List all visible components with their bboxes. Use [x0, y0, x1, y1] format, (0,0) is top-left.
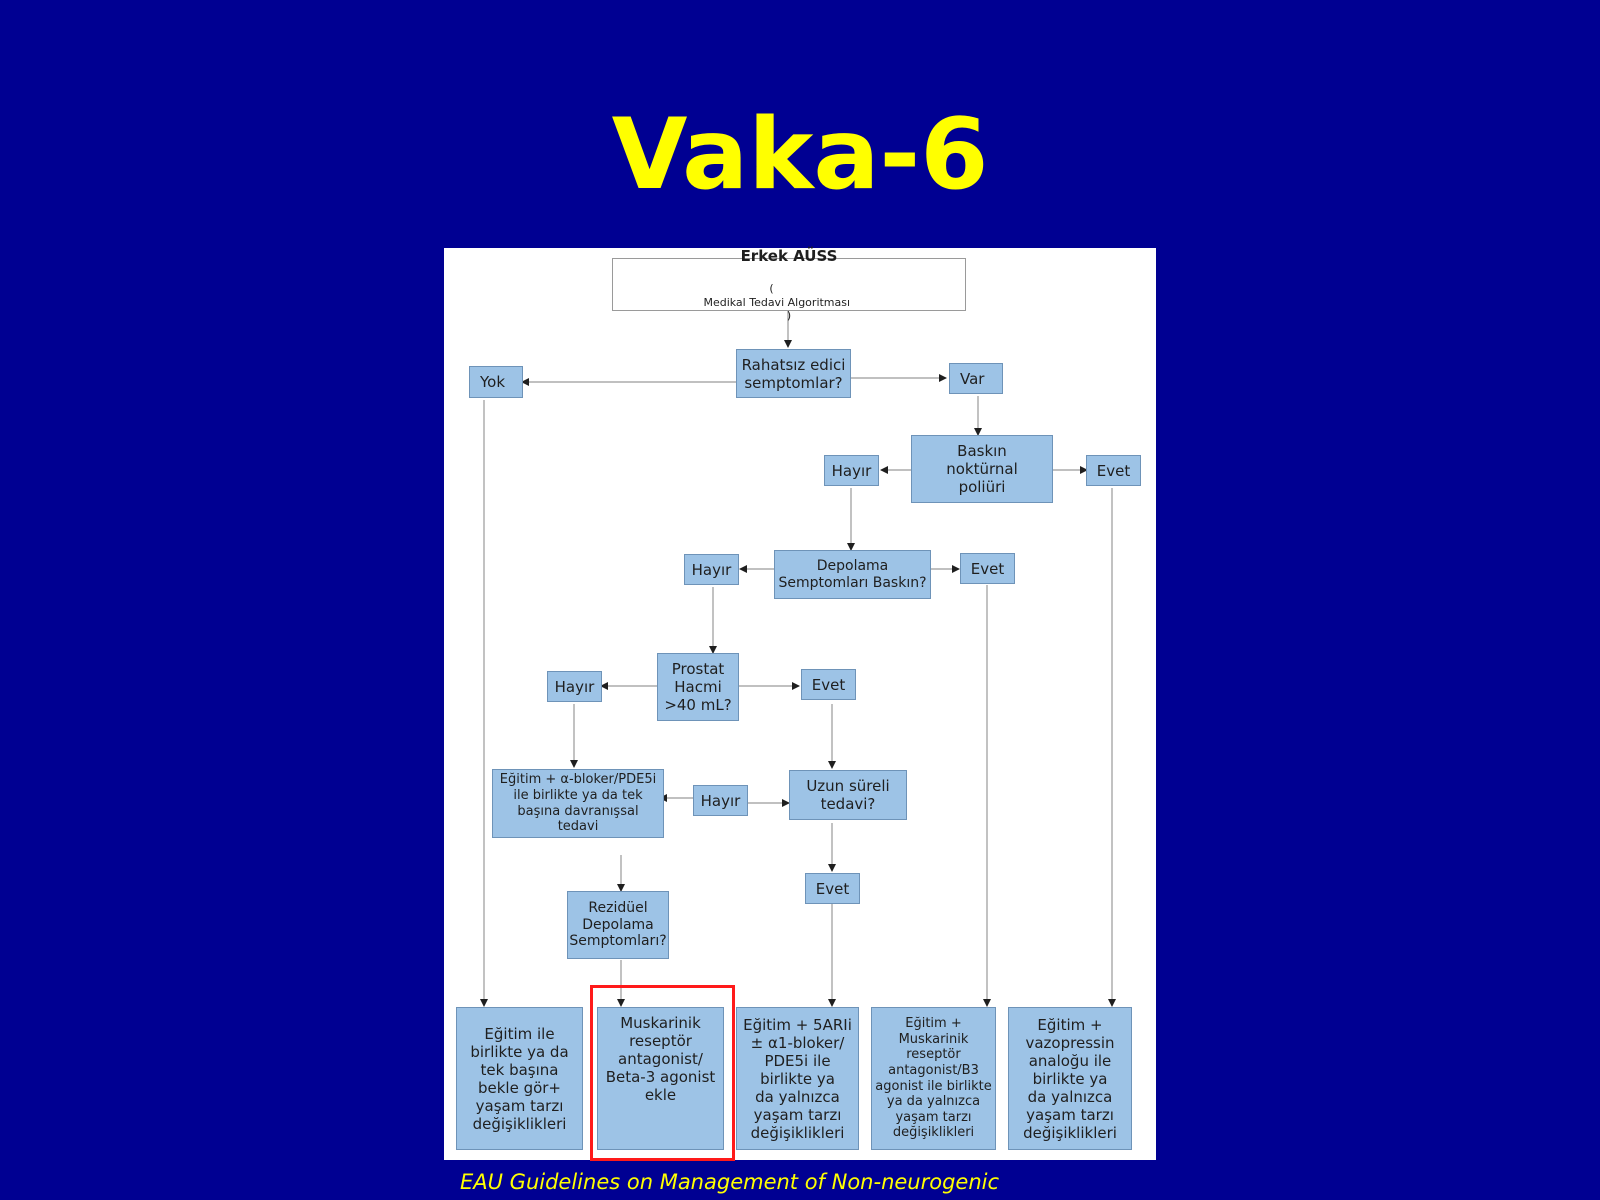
algorithm-header: Erkek AÜSS ( Medikal Tedavi Algoritması …	[612, 247, 966, 322]
alpha-blocker-node: Eğitim + α-bloker/PDE5i ile birlikte ya …	[492, 769, 664, 838]
source-footer: EAU Guidelines on Management of Non-neur…	[460, 1170, 1000, 1194]
storage-symptoms-node: Depolama Semptomları Baskın?	[774, 550, 931, 599]
prostate-volume-node: Prostat Hacmi >40 mL?	[657, 653, 739, 721]
outcome-watchful-waiting-node: Eğitim ile birlikte ya da tek başına bek…	[456, 1007, 583, 1150]
outcome-muscarinic-node: Muskarinik reseptör antagonist/ Beta-3 a…	[597, 1007, 724, 1150]
subtitle-close-paren: )	[786, 308, 792, 322]
outcome-vasopressin-node: Eğitim + vazopressin analoğu ile birlikt…	[1008, 1007, 1132, 1150]
no-top-node: Yok	[469, 366, 523, 398]
algorithm-title: Erkek AÜSS	[740, 247, 838, 266]
algorithm-subtitle-row: ( Medikal Tedavi Algoritması )	[703, 269, 874, 322]
yes-top-node: Var	[949, 363, 1003, 394]
algorithm-subtitle: Medikal Tedavi Algoritması	[703, 295, 851, 309]
highlight-frame	[590, 985, 735, 1161]
no-prostate-node: Hayır	[547, 671, 602, 702]
flowchart-connectors	[480, 311, 1116, 1007]
yes-prostate-node: Evet	[801, 669, 856, 700]
bothersome-symptoms-node: Rahatsız edici semptomlar?	[736, 349, 851, 398]
yes-nocturnal-node: Evet	[1086, 455, 1141, 486]
subtitle-open-paren: (	[769, 282, 774, 296]
longterm-treatment-node: Uzun süreli tedavi?	[789, 770, 907, 820]
flowchart-panel: Erkek AÜSS ( Medikal Tedavi Algoritması …	[444, 247, 1156, 1161]
no-storage-node: Hayır	[684, 554, 739, 585]
yes-longterm-node: Evet	[805, 873, 860, 904]
nocturnal-polyuria-node: Baskın noktürnal poliüri	[911, 435, 1053, 503]
yes-storage-node: Evet	[960, 553, 1015, 584]
outcome-5ari-node: Eğitim + 5ARIi ± α1-bloker/ PDE5i ile bi…	[736, 1007, 859, 1150]
slide-title: Vaka-6	[611, 98, 989, 212]
no-longterm-node: Hayır	[693, 785, 748, 816]
residual-storage-node: Rezidüel Depolama Semptomları?	[567, 891, 669, 959]
outcome-mra-b3-node: Eğitim + Muskarinik reseptör antagonist/…	[871, 1007, 996, 1150]
no-nocturnal-node: Hayır	[824, 455, 879, 486]
